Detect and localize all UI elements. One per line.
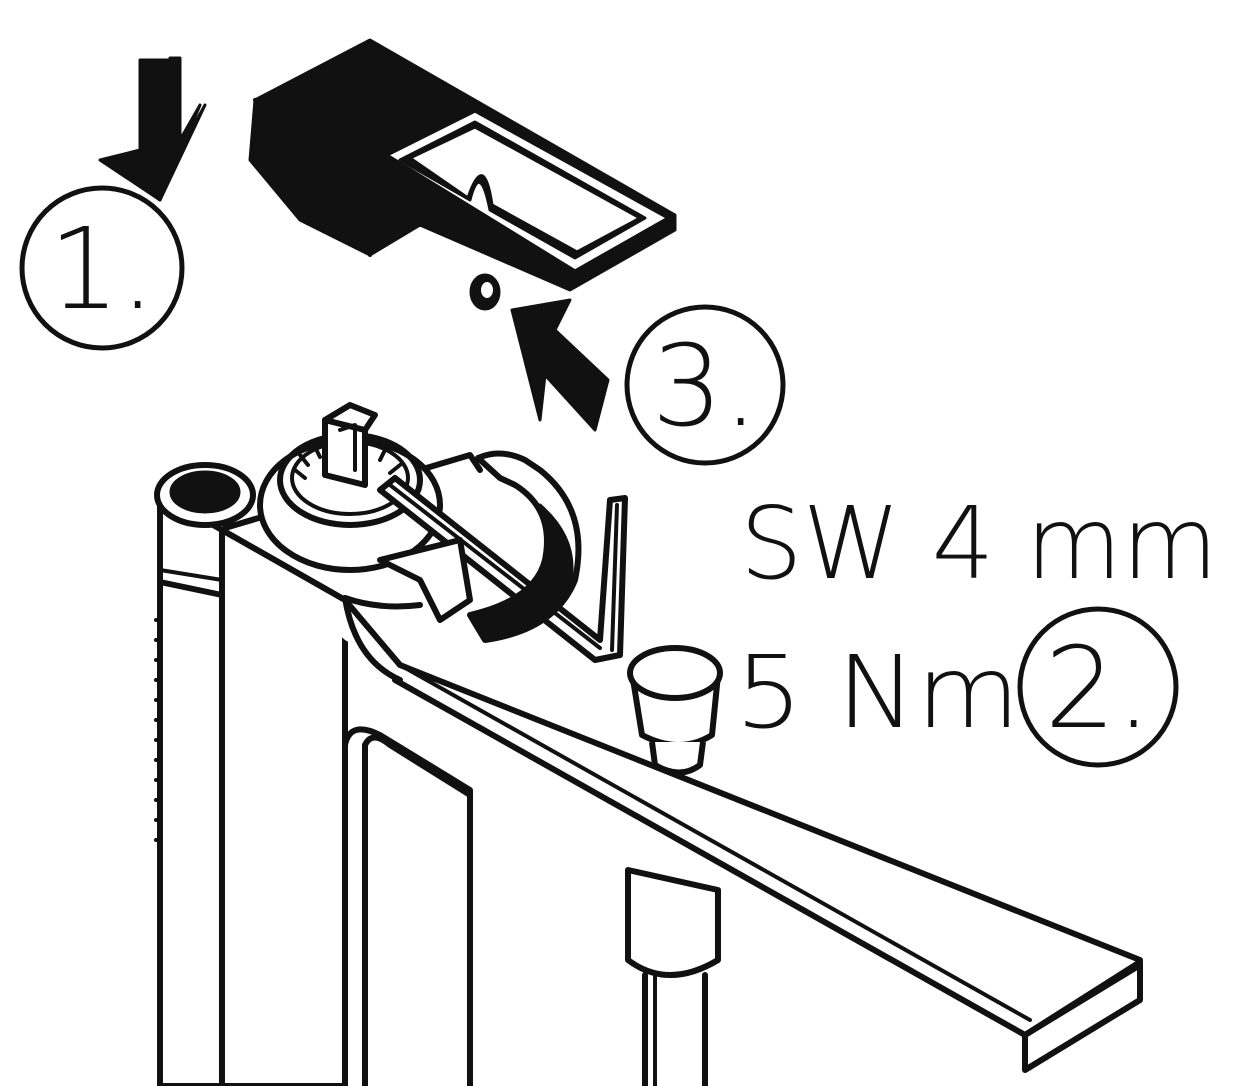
step-2-marker: 2. <box>1017 606 1179 768</box>
grub-screw <box>469 273 501 311</box>
rotation-arrow <box>377 450 582 643</box>
torque-label: 5 Nm <box>735 634 1020 751</box>
faucet-body <box>154 452 1143 1086</box>
step-3-marker: 3. <box>624 304 786 466</box>
down-arrow-icon <box>98 56 207 202</box>
step-1-marker: 1. <box>19 185 185 351</box>
insert-arrow-icon <box>510 298 610 432</box>
step-2-label: 2. <box>1045 624 1152 754</box>
spout-plug <box>627 645 723 776</box>
step-3-label: 3. <box>652 322 759 452</box>
faucet-handle <box>248 38 677 292</box>
knurl-marks <box>154 618 162 842</box>
hex-key <box>377 475 628 663</box>
valve-cartridge <box>257 402 443 573</box>
wrench-size-label: SW 4 mm <box>740 485 1218 602</box>
step-1-label: 1. <box>49 205 156 335</box>
